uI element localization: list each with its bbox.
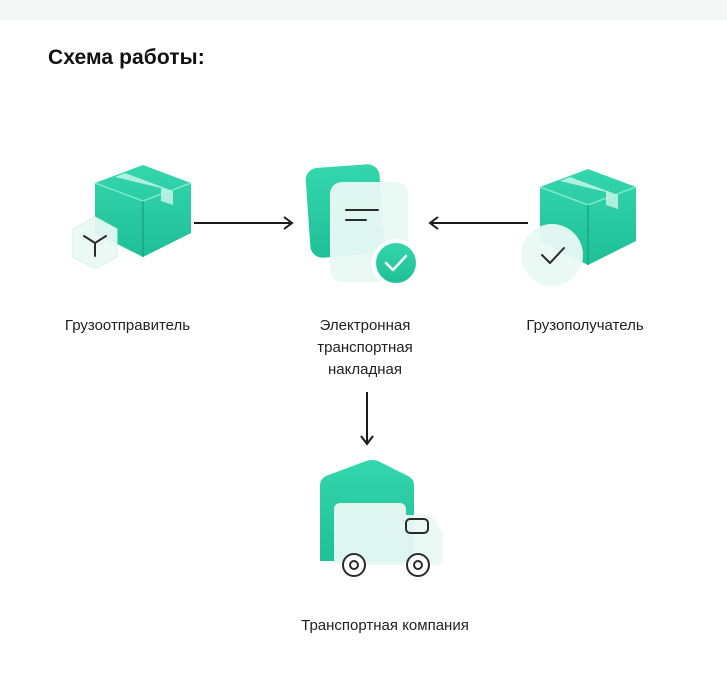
- top-bar: [0, 0, 727, 20]
- box-with-check-icon: [521, 169, 637, 286]
- waybill-label-line-1: Электронная: [319, 317, 411, 334]
- arrow-waybill-to-carrier: [360, 392, 374, 446]
- document-check-icon: [305, 164, 420, 287]
- page-title: Схема работы:: [48, 46, 205, 69]
- waybill-node: Электронная транспортная накладная: [280, 150, 450, 390]
- arrow-shipper-to-waybill: [194, 216, 294, 230]
- shipper-node: Грузоотправитель: [40, 150, 230, 350]
- arrow-consignee-to-waybill: [428, 216, 528, 230]
- consignee-node: Грузополучатель: [495, 150, 685, 350]
- shipper-label: Грузоотправитель: [64, 317, 191, 334]
- consignee-label: Грузополучатель: [526, 317, 644, 334]
- waybill-label-line-2: транспортная: [317, 339, 413, 356]
- carrier-node: Транспортная компания: [265, 455, 505, 645]
- waybill-label-line-3: накладная: [328, 361, 402, 378]
- box-with-hex-icon: [72, 165, 192, 270]
- waybill-label: Электронная транспортная накладная: [280, 315, 450, 381]
- carrier-label: Транспортная компания: [301, 617, 469, 634]
- warehouse-truck-icon: [320, 460, 442, 577]
